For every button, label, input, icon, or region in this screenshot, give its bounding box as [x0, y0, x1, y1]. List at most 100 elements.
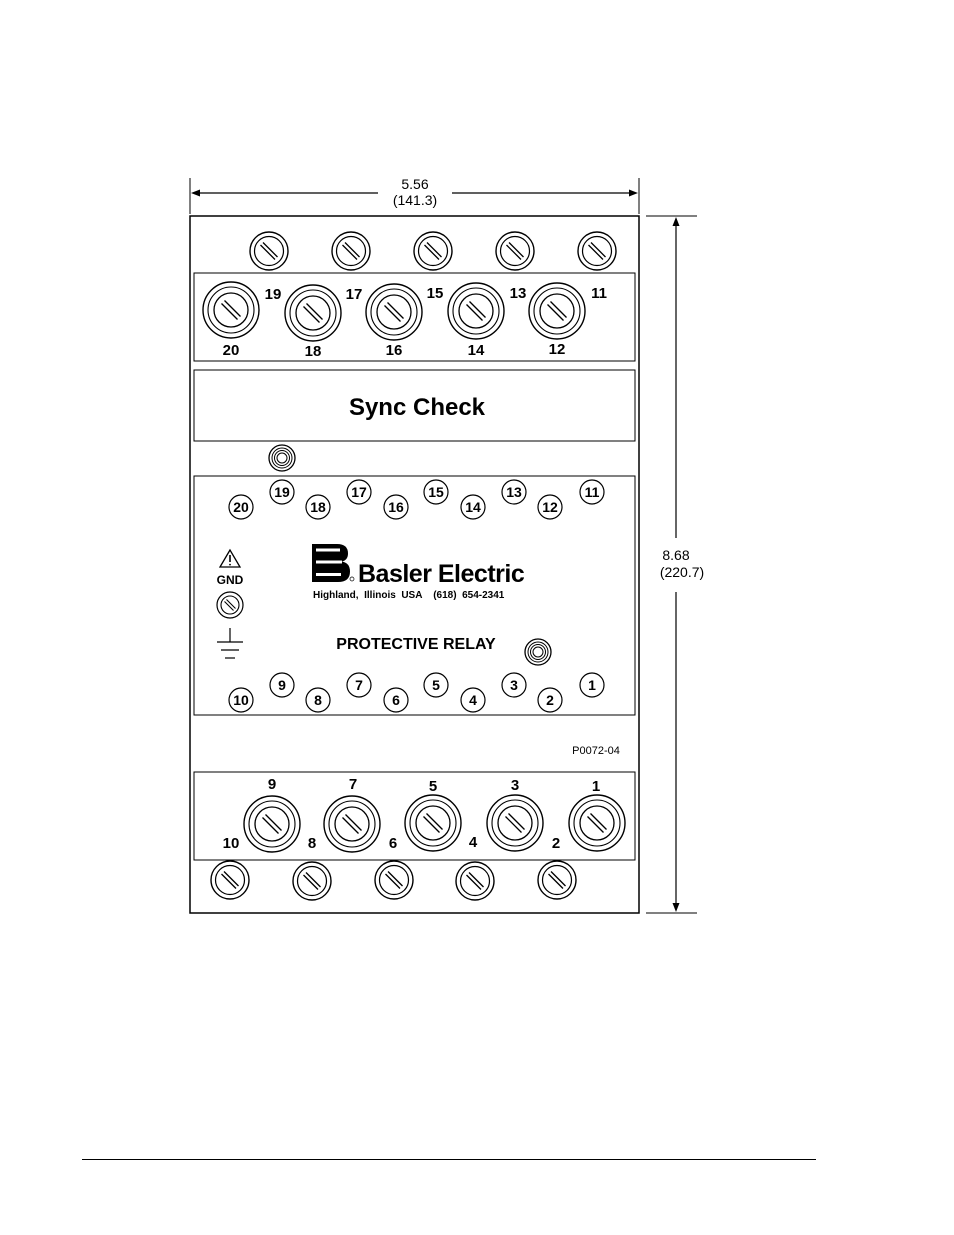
height-inches: 8.68: [662, 547, 689, 563]
bottom-terminal-block: [193, 771, 636, 861]
terminal-screw[interactable]: [284, 284, 342, 342]
number-circle: [383, 687, 409, 713]
terminal-label: 1: [592, 778, 600, 795]
terminal-number: 20: [233, 499, 249, 515]
bottom-terminal-labels: 9 7 5 3 1 10 8 6 4 2: [223, 776, 601, 852]
terminal-label: 2: [552, 835, 560, 852]
gnd-label: GND: [217, 573, 244, 587]
number-circle: [346, 672, 372, 698]
width-inches: 5.56: [401, 176, 428, 192]
width-mm: (141.3): [393, 192, 437, 208]
terminal-label: 10: [223, 835, 240, 852]
top-terminal-block: [193, 272, 636, 362]
terminal-number: 3: [510, 677, 518, 693]
terminal-label: 5: [429, 778, 437, 795]
product-label: PROTECTIVE RELAY: [336, 636, 496, 653]
brand-name: Basler Electric: [358, 560, 525, 588]
number-circle: [228, 687, 254, 713]
terminal-number: 18: [310, 499, 326, 515]
ground-screw: [216, 591, 244, 619]
faceplate: [193, 475, 636, 716]
terminal-label: 17: [346, 286, 363, 303]
number-circle: [423, 479, 449, 505]
number-circle: [228, 494, 254, 520]
terminal-screw[interactable]: [365, 283, 423, 341]
ground-symbol-icon: [217, 628, 243, 659]
terminal-number: 11: [585, 484, 600, 500]
height-mm: (220.7): [660, 564, 704, 580]
terminal-screw[interactable]: [374, 860, 414, 900]
terminal-number: 17: [351, 484, 367, 500]
number-circle: [460, 687, 486, 713]
terminal-screw[interactable]: [528, 282, 586, 340]
terminal-screw[interactable]: [486, 794, 544, 852]
terminal-number: 13: [506, 484, 522, 500]
terminal-label: 15: [427, 285, 444, 302]
number-circle: [501, 672, 527, 698]
terminal-label: 14: [468, 342, 485, 359]
terminal-screw[interactable]: [537, 860, 577, 900]
adjust-knob-top[interactable]: [268, 444, 296, 472]
faceplate-top-numbers: 20 19 18 17 16 15 14 13 12 11: [233, 484, 599, 515]
terminal-screw[interactable]: [413, 231, 453, 271]
terminal-screw[interactable]: [243, 795, 301, 853]
terminal-number: 9: [278, 677, 286, 693]
terminal-screw[interactable]: [210, 860, 250, 900]
terminal-number: 19: [274, 484, 290, 500]
terminal-label: 8: [308, 835, 316, 852]
function-label-panel: [193, 369, 636, 442]
terminal-number: 7: [355, 677, 363, 693]
terminal-screw[interactable]: [577, 231, 617, 271]
terminal-screw[interactable]: [447, 282, 505, 340]
terminal-number: 4: [469, 692, 477, 708]
terminal-label: 7: [349, 776, 357, 793]
terminal-screw[interactable]: [495, 231, 535, 271]
faceplate-top-number-circles: [228, 479, 605, 520]
terminal-label: 19: [265, 286, 282, 303]
basler-logo-icon: [312, 544, 355, 582]
terminal-number: 1: [588, 677, 596, 693]
terminal-label: 12: [549, 341, 566, 358]
company-address: Highland, Illinois USA (618) 654-2341: [313, 590, 505, 601]
terminal-label: 18: [305, 343, 322, 360]
number-circle: [460, 494, 486, 520]
figure-id: P0072-04: [572, 745, 620, 757]
terminal-number: 10: [233, 692, 249, 708]
terminal-number: 2: [546, 692, 554, 708]
number-circle: [537, 494, 563, 520]
terminal-number: 16: [388, 499, 404, 515]
number-circle: [305, 494, 331, 520]
terminal-number: 5: [432, 677, 440, 693]
number-circle: [346, 479, 372, 505]
number-circle: [383, 494, 409, 520]
number-circle: [269, 672, 295, 698]
number-circle: [537, 687, 563, 713]
terminal-screw[interactable]: [249, 231, 289, 271]
footer-rule: [82, 1159, 816, 1160]
function-label: Sync Check: [349, 394, 486, 421]
faceplate-bottom-numbers: 10 9 8 7 6 5 4 3 2 1: [233, 677, 596, 708]
number-circle: [579, 479, 605, 505]
warning-icon: [218, 548, 242, 568]
number-circle: [305, 687, 331, 713]
terminal-screw[interactable]: [404, 794, 462, 852]
terminal-number: 6: [392, 692, 400, 708]
terminal-screw[interactable]: [455, 861, 495, 901]
adjust-knob-bottom[interactable]: [524, 638, 552, 666]
terminal-number: 8: [314, 692, 322, 708]
terminal-label: 11: [591, 285, 607, 302]
height-dimension: 8.68 (220.7): [646, 215, 704, 914]
terminal-label: 13: [510, 285, 527, 302]
terminal-screw[interactable]: [323, 795, 381, 853]
terminal-number: 14: [465, 499, 481, 515]
number-circle: [501, 479, 527, 505]
number-circle: [579, 672, 605, 698]
number-circle: [269, 479, 295, 505]
terminal-screw[interactable]: [568, 794, 626, 852]
terminal-label: 4: [469, 834, 478, 851]
number-circle: [423, 672, 449, 698]
terminal-screw[interactable]: [202, 281, 260, 339]
terminal-screw[interactable]: [331, 231, 371, 271]
terminal-screw[interactable]: [292, 861, 332, 901]
